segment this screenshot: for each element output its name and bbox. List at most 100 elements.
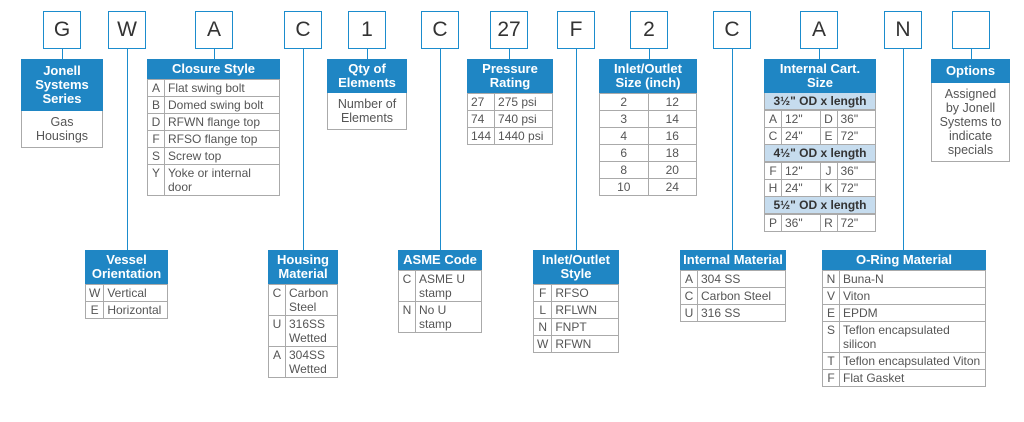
option-label: ASME U stamp bbox=[415, 270, 482, 302]
option-label: Viton bbox=[839, 287, 986, 305]
inlet-style-title: Inlet/Outlet Style bbox=[533, 250, 619, 284]
code-box-cartridge: A bbox=[800, 11, 838, 49]
qty-desc: Number of Elements bbox=[327, 93, 407, 130]
option-label: RFLWN bbox=[551, 301, 619, 319]
option-code: N bbox=[822, 270, 840, 288]
option-code: D bbox=[147, 113, 165, 131]
option-code: J bbox=[819, 162, 838, 180]
option-label: EPDM bbox=[839, 304, 986, 322]
option-label: 72" bbox=[836, 127, 876, 145]
option-code: P bbox=[764, 214, 782, 232]
connector-inlet-size bbox=[649, 49, 650, 59]
option-label: 304 SS bbox=[697, 270, 786, 288]
option-label: Buna-N bbox=[839, 270, 986, 288]
option-code: E bbox=[819, 127, 838, 145]
option-code: C bbox=[268, 284, 286, 316]
option-label: Vertical bbox=[103, 284, 168, 302]
size-cell: 6 bbox=[599, 144, 649, 162]
size-cell: 12 bbox=[647, 93, 697, 111]
series-title: Jonell Systems Series bbox=[21, 59, 103, 111]
option-label: 36" bbox=[781, 214, 821, 232]
option-label: 316SS Wetted bbox=[285, 315, 338, 347]
option-label: RFSO bbox=[551, 284, 619, 302]
connector-orientation bbox=[127, 49, 128, 250]
option-code: N bbox=[532, 318, 553, 336]
option-label: No U stamp bbox=[415, 301, 482, 333]
option-code: F bbox=[764, 162, 782, 180]
code-box-oring: N bbox=[884, 11, 922, 49]
connector-internal-material bbox=[732, 49, 733, 250]
option-code: E bbox=[822, 304, 840, 322]
option-label: 72" bbox=[836, 214, 876, 232]
option-label: 316 SS bbox=[697, 304, 786, 322]
option-code: B bbox=[147, 96, 165, 114]
option-label: 72" bbox=[836, 179, 876, 197]
option-label: RFSO flange top bbox=[164, 130, 280, 148]
option-code: V bbox=[822, 287, 840, 305]
option-label: 12" bbox=[781, 162, 821, 180]
cartridge-group-label: 5½" OD x length bbox=[764, 197, 876, 214]
option-code: 144 bbox=[466, 127, 496, 145]
option-label: Horizontal bbox=[103, 301, 168, 319]
option-code: W bbox=[532, 335, 553, 353]
option-code: C bbox=[764, 127, 782, 145]
option-label: 740 psi bbox=[494, 110, 553, 128]
code-box-asme: C bbox=[421, 11, 459, 49]
connector-pressure bbox=[509, 49, 510, 59]
qty-title: Qty of Elements bbox=[327, 59, 407, 93]
option-code: S bbox=[822, 321, 840, 353]
panel-options: Options Assigned by Jonell Systems to in… bbox=[931, 59, 1010, 162]
cartridge-group-label: 4½" OD x length bbox=[764, 145, 876, 162]
code-box-series: G bbox=[43, 11, 81, 49]
code-box-orientation: W bbox=[108, 11, 146, 49]
option-label: Carbon Steel bbox=[285, 284, 338, 316]
connector-series bbox=[62, 49, 63, 59]
options-title: Options bbox=[931, 59, 1010, 83]
option-code: F bbox=[147, 130, 165, 148]
option-label: 275 psi bbox=[494, 93, 553, 111]
code-box-inlet-size: 2 bbox=[630, 11, 668, 49]
code-box-inlet-style: F bbox=[557, 11, 595, 49]
option-label: 12" bbox=[781, 110, 821, 128]
option-code: U bbox=[268, 315, 286, 347]
option-label: 36" bbox=[836, 162, 876, 180]
option-code: H bbox=[764, 179, 782, 197]
option-label: Flat swing bolt bbox=[164, 79, 280, 97]
code-box-housing: C bbox=[284, 11, 322, 49]
option-code: F bbox=[532, 284, 553, 302]
option-code: A bbox=[680, 270, 698, 288]
cartridge-title: Internal Cart. Size bbox=[764, 59, 876, 93]
